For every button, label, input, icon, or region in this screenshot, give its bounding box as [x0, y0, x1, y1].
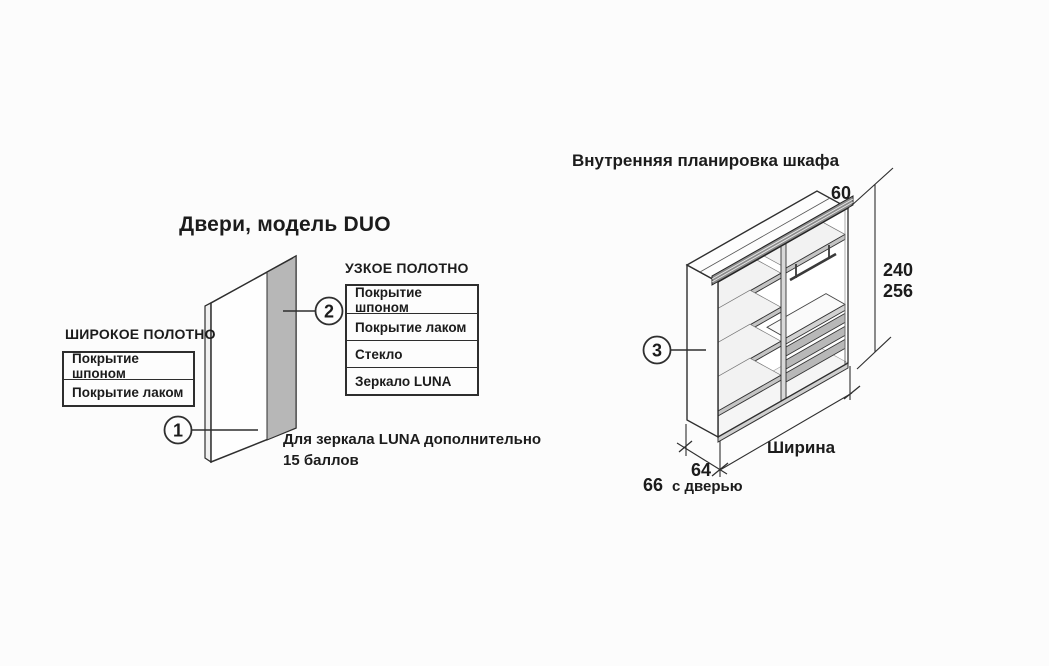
narrow-panel-option: Стекло — [347, 340, 477, 367]
dim-top-depth: 60 — [831, 183, 851, 203]
door-top-edge — [204, 257, 294, 307]
wardrobe-drawing: 3 60 240 256 — [642, 167, 913, 495]
door-track-rail — [711, 195, 854, 286]
callout-3-circle — [642, 335, 672, 365]
callout-2-number: 2 — [324, 302, 334, 322]
dim-height-240: 240 — [883, 260, 913, 280]
wide-panel-option: Покрытие шпоном — [72, 351, 139, 381]
dim-height-256: 256 — [883, 281, 913, 301]
door-narrow-panel — [266, 255, 297, 441]
callout-1-number: 1 — [173, 421, 183, 441]
wide-panel-table: Покрытие шпоном Покрытие лаком — [62, 351, 195, 407]
dimension-lines — [676, 167, 894, 477]
left-side-panel — [686, 263, 719, 439]
doors-figure-title: Двери, модель DUO — [179, 213, 391, 236]
width-tick-right — [843, 385, 861, 400]
dim-depth-64: 64 — [691, 460, 711, 480]
callout-3-number: 3 — [652, 341, 662, 361]
rail-stripe — [711, 201, 854, 283]
depth-dim-line — [676, 442, 728, 475]
luna-mirror-note-line2: 15 баллов — [283, 452, 359, 469]
dim-depth-66-suffix: с дверью — [672, 478, 743, 495]
dim-depth-66: 66 — [643, 475, 663, 495]
callout-1-circle — [163, 415, 193, 445]
width-dim-line — [719, 392, 853, 471]
narrow-panel-option: Покрытие лаком — [347, 313, 477, 340]
top-panel-seam — [699, 197, 831, 273]
wide-panel-header: ШИРОКОЕ ПОЛОТНО — [65, 326, 216, 342]
narrow-panel-table: Покрытие шпоном Покрытие лаком Стекло Зе… — [345, 284, 479, 396]
top-depth-leader — [850, 167, 894, 207]
narrow-panel-option: Зеркало LUNA — [347, 367, 477, 394]
dim-width-label: Ширина — [767, 438, 836, 457]
wide-panel-option: Покрытие лаком — [64, 379, 193, 405]
narrow-panel-header: УЗКОЕ ПОЛОТНО — [345, 260, 469, 276]
luna-mirror-note: Для зеркала LUNA дополнительно 15 баллов — [283, 429, 541, 471]
rail-stripe — [711, 198, 854, 280]
drawer-unit — [766, 293, 846, 398]
depth-tick-left — [678, 440, 693, 453]
luna-mirror-note-line1: Для зеркала LUNA дополнительно — [283, 431, 542, 448]
door-drawing: 1 2 — [163, 254, 344, 464]
hanging-rod — [789, 252, 837, 282]
callout-2-circle — [314, 296, 344, 326]
wardrobe-figure-title: Внутренняя планировка шкафа — [572, 151, 840, 170]
height-dim-bottom-tick — [856, 336, 892, 370]
center-divider — [780, 242, 787, 402]
narrow-panel-option: Покрытие шпоном — [355, 284, 422, 315]
